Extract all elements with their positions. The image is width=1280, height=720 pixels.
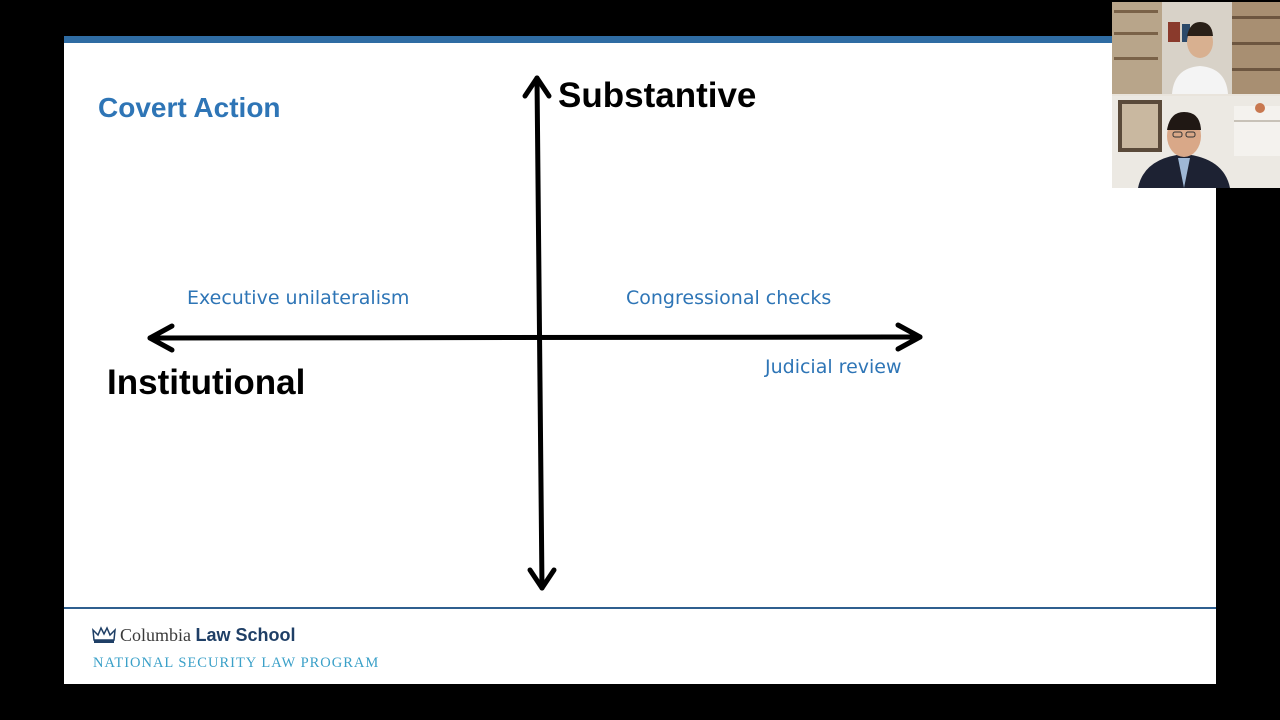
horizontal-axis-arrow-right xyxy=(895,322,923,352)
horizontal-axis-arrow-left xyxy=(147,323,175,353)
video-tile-participant-1[interactable] xyxy=(1112,2,1280,94)
horizontal-axis xyxy=(147,334,923,341)
axis-label-institutional: Institutional xyxy=(107,363,306,402)
program-name: NATIONAL SECURITY LAW PROGRAM xyxy=(93,655,380,671)
vertical-axis-arrow-down xyxy=(527,567,557,591)
slide-top-bar xyxy=(64,36,1112,43)
vertical-axis-arrow-up xyxy=(522,75,552,99)
video-tile-participant-2[interactable] xyxy=(1112,96,1280,188)
video-participant-icon xyxy=(1112,2,1280,94)
crown-logo-icon xyxy=(92,626,116,643)
label-congressional-checks: Congressional checks xyxy=(626,287,832,309)
presentation-slide: Covert Action Substantive Institutional … xyxy=(64,36,1216,684)
school-name-bold: Law School xyxy=(195,625,296,645)
video-gallery[interactable] xyxy=(1112,2,1280,188)
columbia-law-school-logo: Columbia Law School xyxy=(120,625,296,646)
quadrant-axes xyxy=(147,75,923,591)
footer-divider xyxy=(64,607,1216,609)
axis-label-substantive: Substantive xyxy=(558,76,757,115)
label-executive-unilateralism: Executive unilateralism xyxy=(187,287,410,309)
vertical-axis xyxy=(534,75,545,591)
video-participant-icon xyxy=(1118,100,1280,188)
label-judicial-review: Judicial review xyxy=(765,356,902,378)
school-name: Columbia xyxy=(120,625,191,645)
slide-title: Covert Action xyxy=(98,92,281,123)
